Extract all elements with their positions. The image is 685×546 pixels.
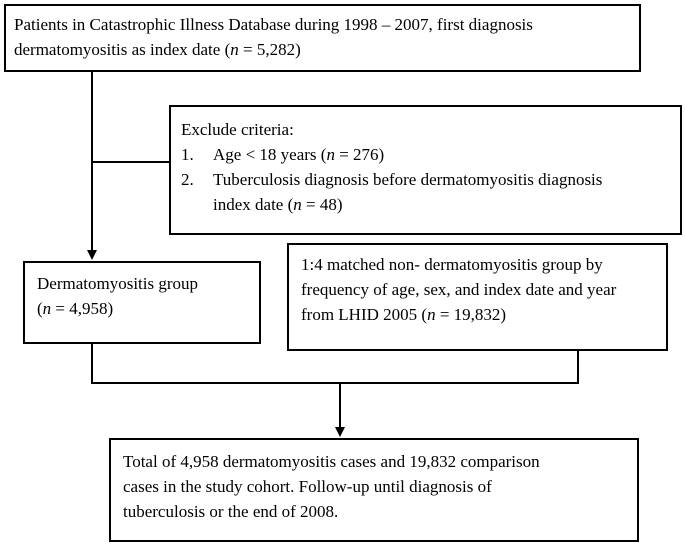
exclusion-item-2-count: = 48) [301,195,343,214]
exclusion-criteria-box: Exclude criteria: 1. Age < 18 years (n =… [169,105,682,235]
exclusion-heading: Exclude criteria: [181,120,294,139]
comparison-line-1: 1:4 matched non- dermatomyositis group b… [301,255,603,274]
source-line-2-text: dermatomyositis as index date ( [14,40,231,59]
exclusion-item-1-number: 1. [181,145,194,164]
exclusion-item-2-number: 2. [181,170,194,189]
comparison-n-label: n [427,305,436,324]
cohort-line-3: tuberculosis or the end of 2008. [123,502,339,521]
dermatomyositis-group-box: Dermatomyositis group (n = 4,958) [23,261,261,344]
exclusion-item-1-n-label: n [326,145,335,164]
exclusion-item-1-text: Age < 18 years (n = 276) [213,142,384,167]
source-n-label: n [230,40,239,59]
source-line-2: dermatomyositis as index date (n = 5,282… [14,37,631,62]
dm-group-count-line: (n = 4,958) [37,296,247,321]
cohort-line-1: Total of 4,958 dermatomyositis cases and… [123,452,540,471]
comparison-line-3: from LHID 2005 (n = 19,832) [301,302,654,327]
source-population-box: Patients in Catastrophic Illness Databas… [4,4,641,72]
cohort-line-2: cases in the study cohort. Follow-up unt… [123,477,492,496]
source-line-1: Patients in Catastrophic Illness Databas… [14,15,533,34]
exclusion-item-1-label: Age < 18 years ( [213,145,327,164]
exclusion-item-1: 1. Age < 18 years (n = 276) [181,142,670,167]
source-count: = 5,282) [238,40,301,59]
comparison-line-2: frequency of age, sex, and index date an… [301,280,617,299]
dm-group-count: = 4,958) [51,299,114,318]
exclusion-item-2-line-1: Tuberculosis diagnosis before dermatomyo… [213,170,603,189]
dm-group-title: Dermatomyositis group [37,274,199,293]
study-cohort-box: Total of 4,958 dermatomyositis cases and… [109,438,639,542]
exclusion-item-1-count: = 276) [334,145,385,164]
comparison-source-label: from LHID 2005 ( [301,305,428,324]
comparison-group-box: 1:4 matched non- dermatomyositis group b… [287,243,668,351]
exclusion-item-2-n-label: n [293,195,302,214]
exclusion-item-2: 2. Tuberculosis diagnosis before dermato… [181,167,670,192]
exclusion-item-2-label: index date ( [213,195,294,214]
dm-group-open-paren: ( [37,299,43,318]
dm-group-n-label: n [42,299,52,318]
comparison-count: = 19,832) [435,305,507,324]
exclusion-item-2-line-2: index date (n = 48) [181,192,670,217]
